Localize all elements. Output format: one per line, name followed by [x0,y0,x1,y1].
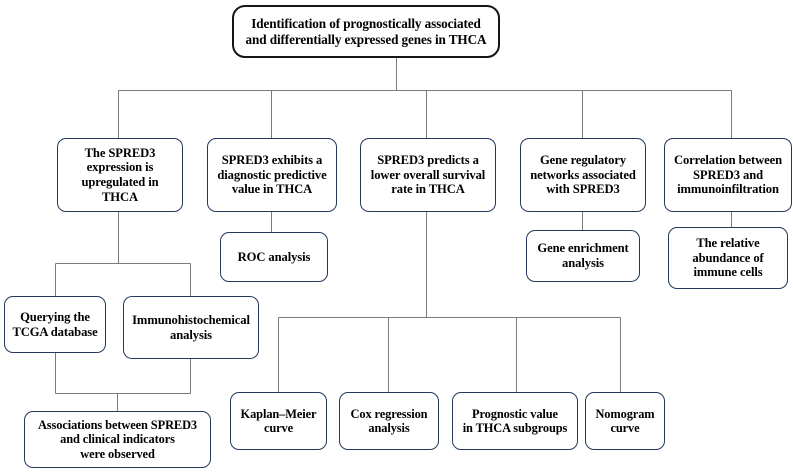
node-kaplan-meier-curve[interactable]: Kaplan–Meier curve [230,392,327,450]
node-cox-regression-analysis[interactable]: Cox regression analysis [339,392,439,450]
node-root-label: Identification of prognostically associa… [245,16,487,47]
node-tcga-label: Querying the TCGA database [12,309,98,339]
node-associations-clinical-indicators[interactable]: Associations between SPRED3 and clinical… [24,411,211,468]
node-branch5-immunoinfiltration-correlation[interactable]: Correlation between SPRED3 and immunoinf… [664,138,792,212]
node-prognostic-value-thca-subgroups[interactable]: Prognostic value in THCA subgroups [452,392,578,450]
node-km-label: Kaplan–Meier curve [240,406,317,436]
node-branch4-gene-regulatory-networks[interactable]: Gene regulatory networks associated with… [520,138,646,212]
node-branch2-diagnostic-value[interactable]: SPRED3 exhibits a diagnostic predictive … [207,138,337,212]
node-immune-cell-abundance[interactable]: The relative abundance of immune cells [668,227,788,289]
node-immunohistochemical-analysis[interactable]: Immunohistochemical analysis [123,296,259,359]
node-nomogram-curve[interactable]: Nomogram curve [585,392,665,450]
node-branch2-label: SPRED3 exhibits a diagnostic predictive … [217,152,327,197]
node-branch1-label: The SPRED3 expression is upregulated in … [81,145,159,204]
node-cox-label: Cox regression analysis [350,406,428,436]
node-immune-label: The relative abundance of immune cells [692,235,764,280]
node-roc-analysis[interactable]: ROC analysis [220,232,328,282]
node-branch3-overall-survival[interactable]: SPRED3 predicts a lower overall survival… [360,138,496,212]
node-nomogram-label: Nomogram curve [595,406,655,436]
node-querying-tcga-database[interactable]: Querying the TCGA database [4,296,106,353]
node-gene-enrichment-analysis[interactable]: Gene enrichment analysis [526,230,640,282]
node-geneenrich-label: Gene enrichment analysis [537,241,629,270]
node-root[interactable]: Identification of prognostically associa… [232,5,500,58]
node-branch4-label: Gene regulatory networks associated with… [530,152,636,197]
node-branch3-label: SPRED3 predicts a lower overall survival… [370,152,486,197]
node-roc-label: ROC analysis [237,249,311,264]
node-assoc-label: Associations between SPRED3 and clinical… [37,417,198,461]
node-subgroups-label: Prognostic value in THCA subgroups [462,406,568,436]
node-branch1-spred3-upregulated[interactable]: The SPRED3 expression is upregulated in … [57,138,183,212]
node-ihc-label: Immunohistochemical analysis [132,312,250,342]
node-branch5-label: Correlation between SPRED3 and immunoinf… [673,152,783,197]
